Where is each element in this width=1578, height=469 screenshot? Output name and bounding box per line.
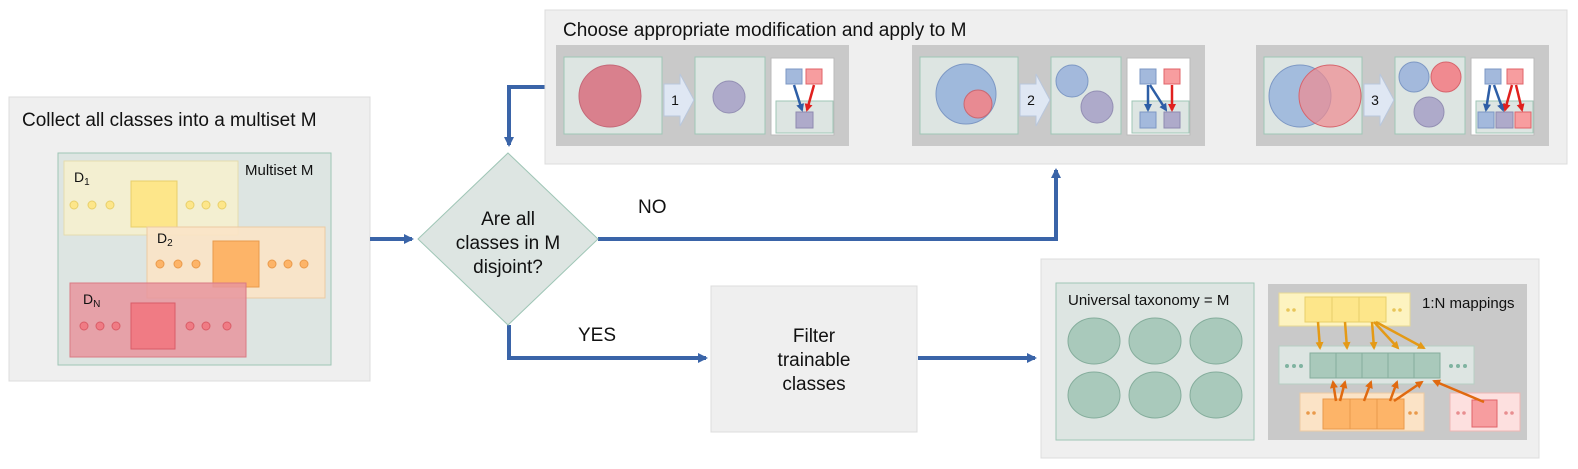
universal-taxonomy-box: Universal taxonomy = M [1055,282,1255,441]
no-label: NO [638,197,667,218]
modify-title: Choose appropriate modification and appl… [563,20,966,41]
dataset-d1-label: D1 [74,169,90,188]
collect-panel: Collect all classes into a multiset M Mu… [8,96,371,382]
decision-line1: Are all [481,209,535,230]
collect-title: Collect all classes into a multiset M [22,110,317,131]
filter-line2: trainable [778,350,851,371]
option-1-number: 1 [671,92,679,108]
multiset-label: Multiset M [245,162,313,179]
filter-line3: classes [782,374,845,395]
filter-box: Filter trainable classes [710,285,918,433]
dataset-dn-label: DN [83,291,100,310]
modification-option-1: 1 [556,45,849,146]
modification-option-2: 2 [912,45,1205,146]
modify-panel: Choose appropriate modification and appl… [544,9,1568,165]
dataset-dn: DN [69,282,247,358]
mappings-box: 1:N mappings [1268,284,1527,440]
filter-line1: Filter [793,326,836,347]
yes-label: YES [578,325,616,346]
arrow-no-branch [598,168,1061,241]
decision-diamond: Are all classes in M disjoint? [417,152,599,326]
decision-line2: classes in M [456,233,561,254]
arrow-modify-to-decision [504,85,545,147]
mappings-label: 1:N mappings [1422,295,1515,312]
dataset-d1: D1 [63,160,239,236]
taxonomy-label: Universal taxonomy = M [1068,292,1229,309]
modification-option-3: 3 [1256,45,1549,146]
option-3-number: 3 [1371,92,1379,108]
dataset-d2-label: D2 [157,230,173,249]
flow-arrows [370,85,1061,363]
decision-line3: disjoint? [473,257,543,278]
arrow-yes-branch [507,325,708,363]
result-panel: Universal taxonomy = M 1:N mappings [1040,258,1540,459]
option-2-number: 2 [1027,92,1035,108]
